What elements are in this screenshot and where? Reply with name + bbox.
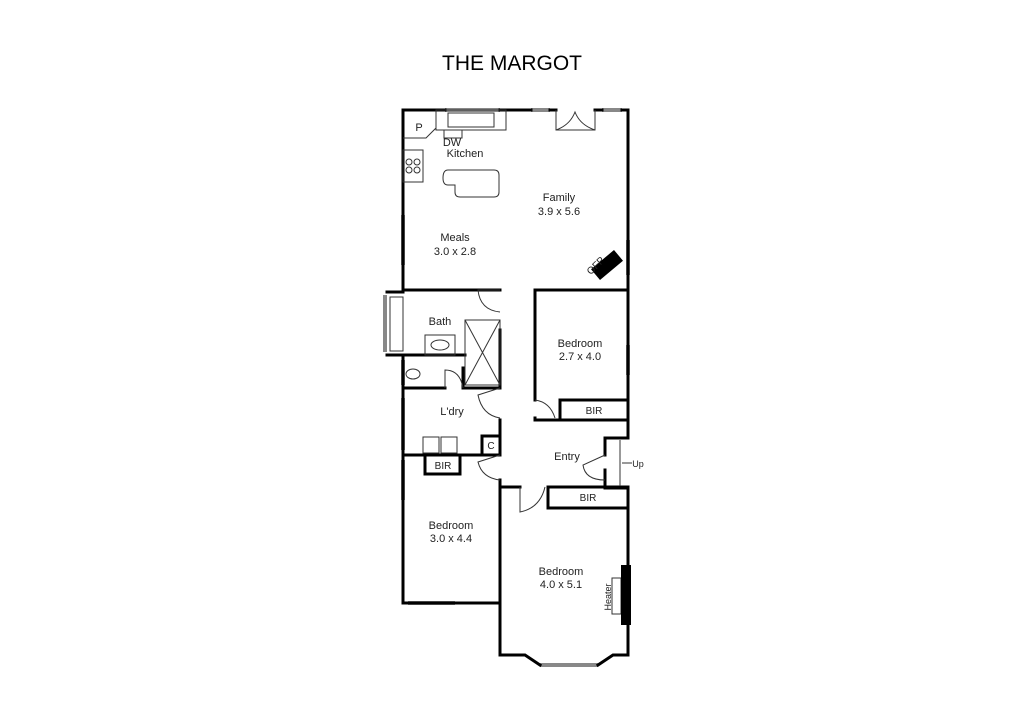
bedroom3-size: 3.0 x 4.4	[430, 533, 472, 545]
up-label: Up	[632, 459, 644, 469]
toilet-icon	[405, 368, 421, 380]
shower	[464, 319, 501, 386]
laundry-label: L'dry	[440, 406, 464, 418]
bedroom2-size: 2.7 x 4.0	[559, 351, 601, 363]
washer	[440, 436, 458, 454]
meals-label: Meals	[440, 232, 470, 244]
bedroom1-size: 4.0 x 5.1	[540, 579, 582, 591]
heater-icon	[621, 565, 631, 625]
doors	[444, 289, 621, 513]
bir-label: BIR	[580, 493, 597, 504]
bedroom2-label: Bedroom	[558, 338, 603, 350]
kitchen-bench	[435, 109, 507, 131]
sink-icon	[447, 112, 495, 128]
laundry-tub	[422, 436, 440, 454]
heater-label: Heater	[603, 583, 613, 610]
meals-size: 3.0 x 2.8	[434, 246, 476, 258]
bedroom1-label: Bedroom	[539, 566, 584, 578]
bir-label: BIR	[435, 461, 452, 472]
cupboard-label: C	[487, 441, 494, 452]
heater-unit	[611, 577, 622, 615]
bath-label: Bath	[429, 316, 452, 328]
fireplace-icon	[591, 249, 623, 281]
pantry-label: P	[415, 122, 422, 134]
island-bench	[442, 169, 500, 198]
bedroom3-label: Bedroom	[429, 520, 474, 532]
bathtub-icon	[389, 296, 404, 352]
plan-title: THE MARGOT	[442, 52, 582, 75]
family-label: Family	[543, 192, 576, 204]
dishwasher-label: DW	[443, 137, 462, 149]
walls	[385, 108, 630, 668]
dishwasher	[443, 129, 463, 139]
fixtures	[389, 109, 632, 625]
family-size: 3.9 x 5.6	[538, 206, 580, 218]
entry-label: Entry	[554, 451, 580, 463]
cooktop-icon	[402, 149, 424, 183]
bir-label: BIR	[586, 406, 603, 417]
vanity	[424, 334, 456, 356]
room-labels: P DW Kitchen Family 3.9 x 5.6 Meals 3.0 …	[415, 122, 643, 611]
kitchen-label: Kitchen	[447, 148, 484, 160]
